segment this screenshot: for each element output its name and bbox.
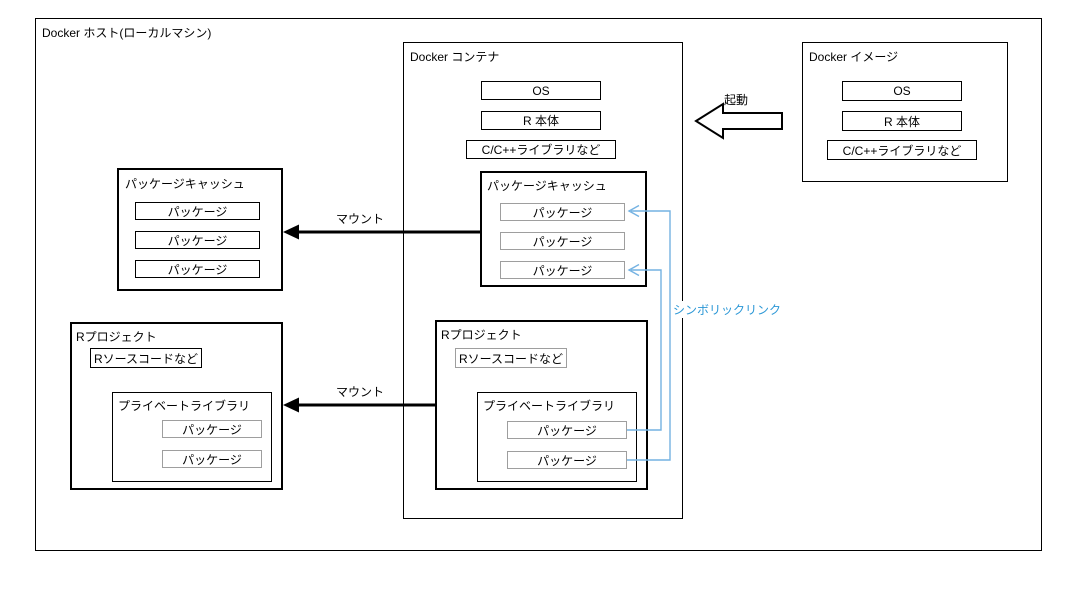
container-r-project-box: Rプロジェクト Rソースコードなど プライベートライブラリ パッケージ パッケー… <box>435 320 648 490</box>
boot-label: 起動 <box>723 93 748 107</box>
host-package-cache-label: パッケージキャッシュ <box>125 177 245 191</box>
mount-label-bottom: マウント <box>335 385 384 399</box>
container-private-package-2: パッケージ <box>507 451 627 469</box>
host-r-project-label: Rプロジェクト <box>76 330 157 344</box>
host-cache-package-2: パッケージ <box>135 231 260 249</box>
container-cache-package-3: パッケージ <box>500 261 625 279</box>
container-os-box: OS <box>481 81 601 100</box>
host-r-project-box: Rプロジェクト Rソースコードなど プライベートライブラリ パッケージ パッケー… <box>70 322 283 490</box>
host-private-library-box: プライベートライブラリ パッケージ パッケージ <box>112 392 272 482</box>
container-private-package-1: パッケージ <box>507 421 627 439</box>
container-r-box: R 本体 <box>481 111 601 130</box>
docker-image-box: Docker イメージ OS R 本体 C/C++ライブラリなど <box>802 42 1008 182</box>
container-r-source-box: Rソースコードなど <box>455 348 567 368</box>
image-clib-box: C/C++ライブラリなど <box>827 140 977 160</box>
host-private-package-1: パッケージ <box>162 420 262 438</box>
mount-label-top: マウント <box>335 212 384 226</box>
host-cache-package-1: パッケージ <box>135 202 260 220</box>
host-package-cache-box: パッケージキャッシュ パッケージ パッケージ パッケージ <box>117 168 283 291</box>
container-cache-package-1: パッケージ <box>500 203 625 221</box>
symlink-label: シンボリックリンク <box>671 301 784 318</box>
docker-container-box: Docker コンテナ OS R 本体 C/C++ライブラリなど パッケージキャ… <box>403 42 683 519</box>
container-clib-box: C/C++ライブラリなど <box>466 140 616 159</box>
container-private-library-label: プライベートライブラリ <box>483 399 616 413</box>
container-package-cache-box: パッケージキャッシュ パッケージ パッケージ パッケージ <box>480 171 647 287</box>
docker-host-label: Docker ホスト(ローカルマシン) <box>42 26 212 40</box>
docker-host-box: Docker ホスト(ローカルマシン) Docker コンテナ OS R 本体 … <box>35 18 1042 551</box>
host-r-source-box: Rソースコードなど <box>90 348 202 368</box>
container-cache-package-2: パッケージ <box>500 232 625 250</box>
docker-image-label: Docker イメージ <box>809 50 899 64</box>
container-package-cache-label: パッケージキャッシュ <box>487 179 607 193</box>
host-private-package-2: パッケージ <box>162 450 262 468</box>
image-r-box: R 本体 <box>842 111 962 131</box>
container-private-library-box: プライベートライブラリ パッケージ パッケージ <box>477 392 637 482</box>
docker-container-label: Docker コンテナ <box>410 50 500 64</box>
host-private-library-label: プライベートライブラリ <box>118 399 251 413</box>
host-cache-package-3: パッケージ <box>135 260 260 278</box>
container-r-project-label: Rプロジェクト <box>441 328 522 342</box>
image-os-box: OS <box>842 81 962 101</box>
